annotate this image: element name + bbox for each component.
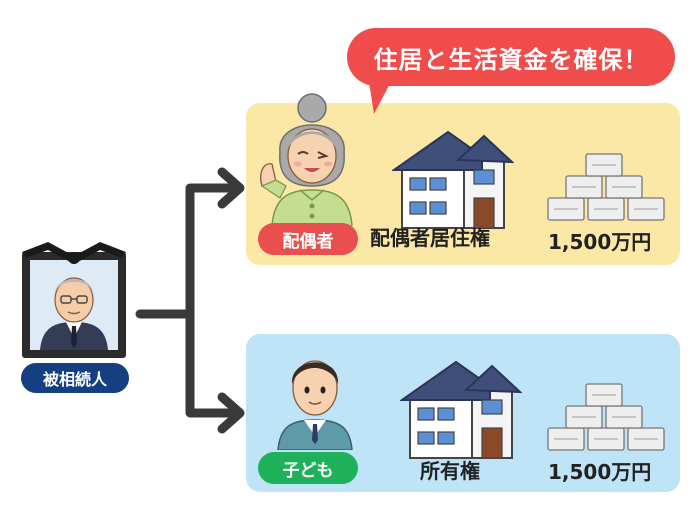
house-icon: [400, 360, 522, 459]
grandmother-icon: [260, 93, 353, 226]
child-money-text: 1,500万円: [548, 460, 652, 484]
child-label: 子ども: [258, 452, 358, 484]
decedent-label: 被相続人: [21, 363, 129, 393]
man-icon: [277, 360, 353, 450]
money-stack-icon: [547, 383, 665, 451]
spouse-money-text: 1,500万円: [548, 230, 652, 254]
speech-bubble: 住居と生活資金を確保！: [347, 28, 675, 86]
child-right-text: 所有権: [420, 459, 480, 483]
speech-bubble-tail: [368, 76, 394, 114]
house-icon: [392, 130, 514, 229]
memorial-portrait-icon: [22, 242, 126, 358]
spouse-label: 配偶者: [258, 223, 358, 255]
spouse-right-text: 配偶者居住権: [370, 226, 490, 250]
money-stack-icon: [547, 153, 665, 221]
